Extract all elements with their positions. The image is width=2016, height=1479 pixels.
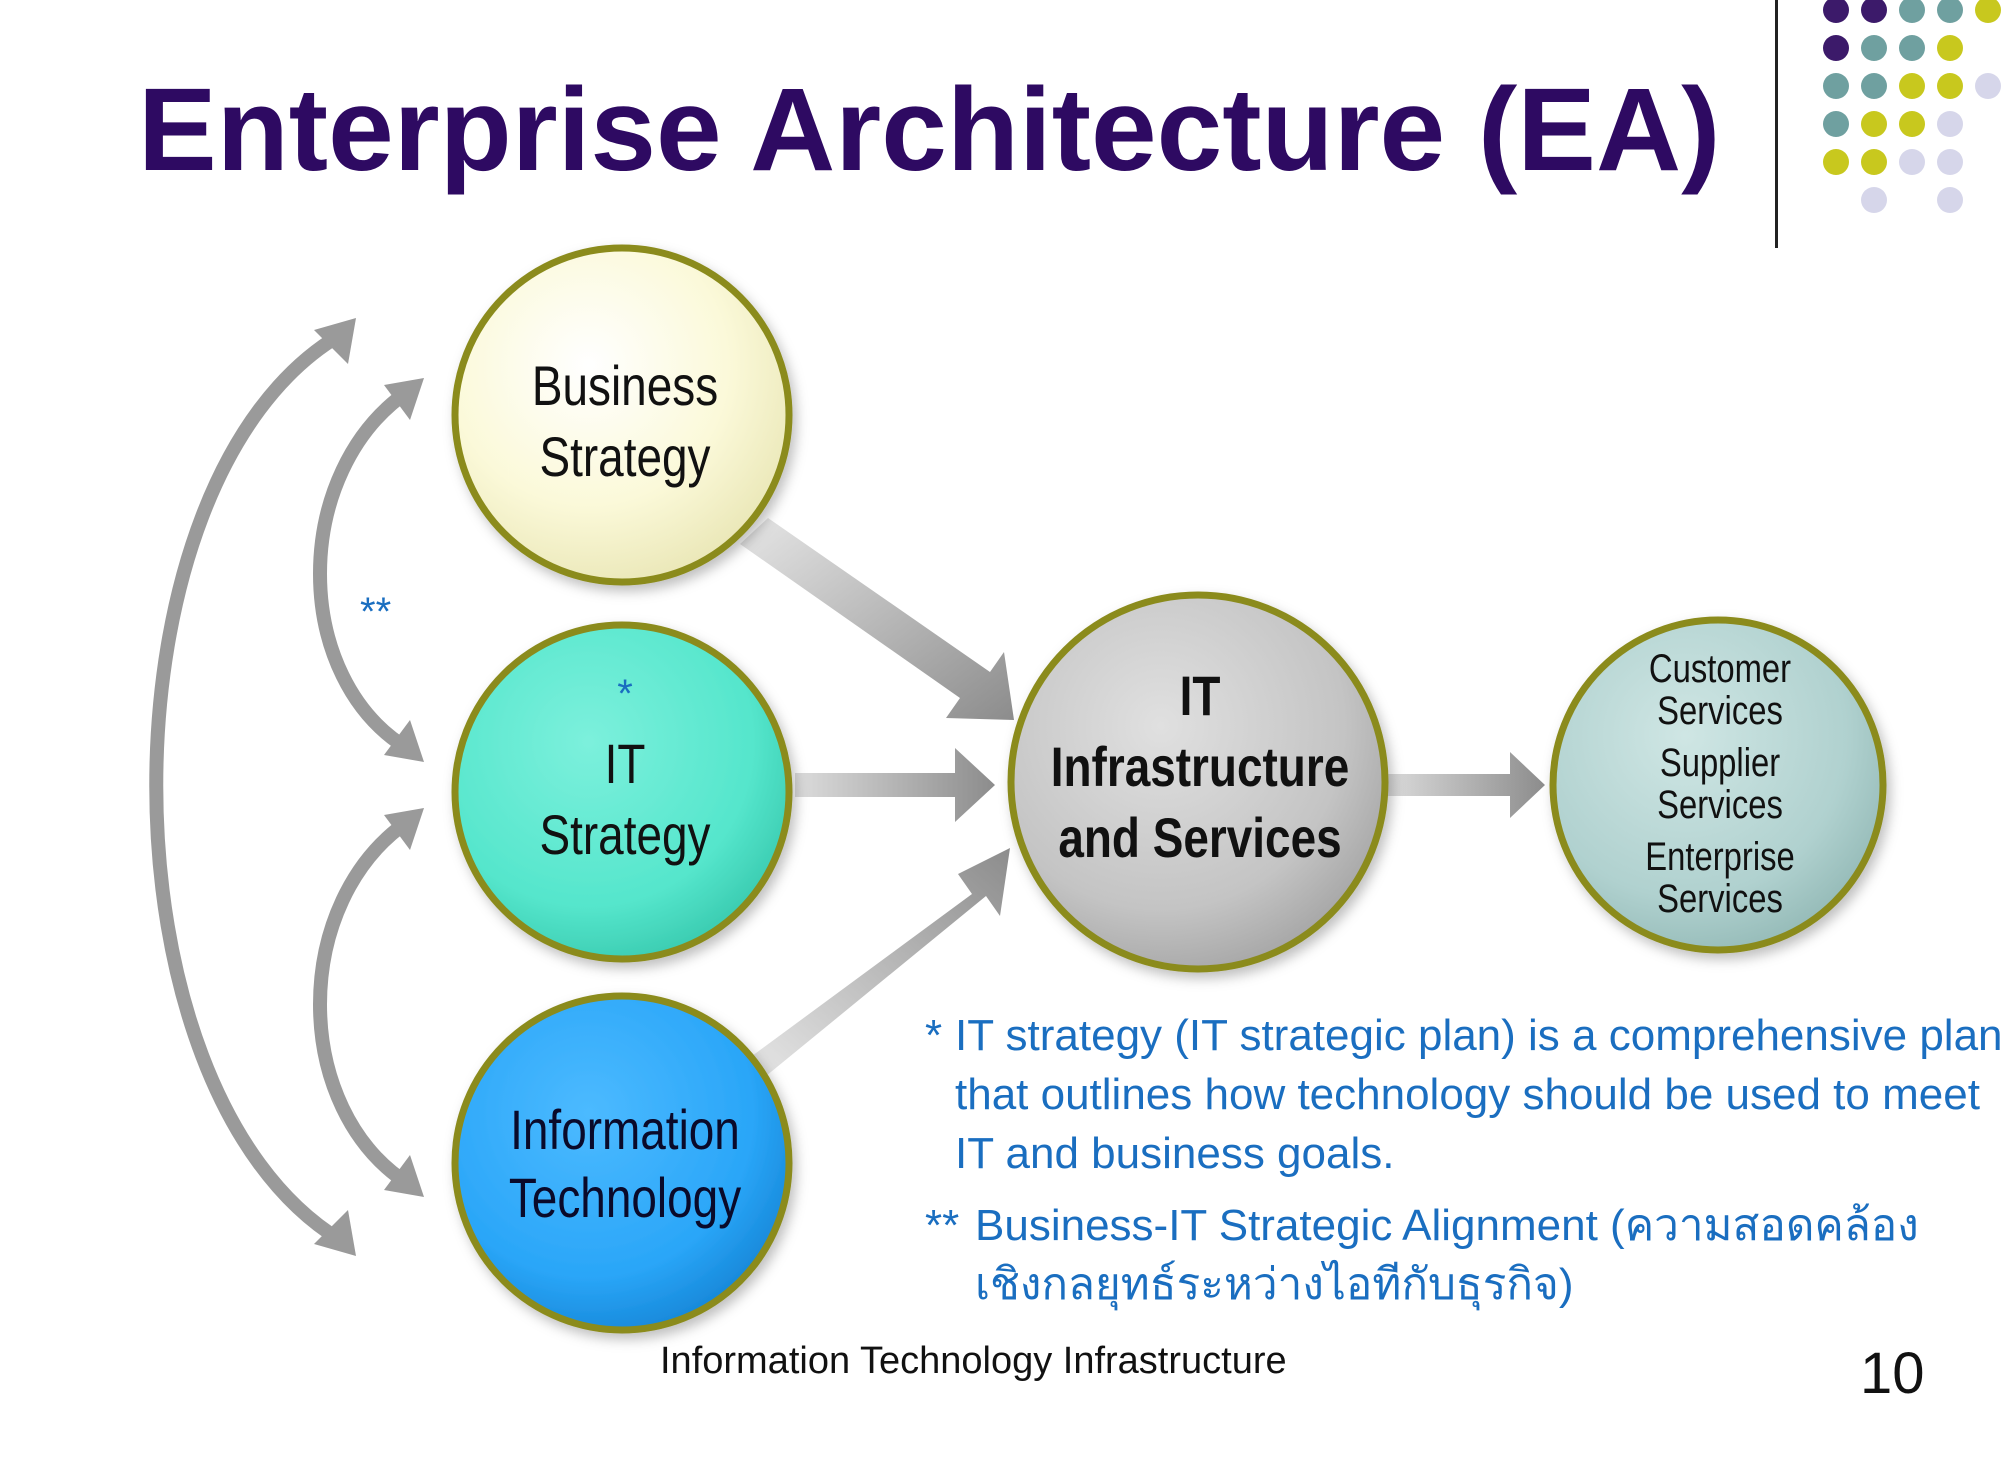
decorative-dot bbox=[1937, 187, 1963, 213]
decorative-dot bbox=[1899, 73, 1925, 99]
arrow-infra-to-services bbox=[1385, 752, 1545, 818]
it-infrastructure-line3: and Services bbox=[1058, 806, 1342, 869]
it-strategy-circle bbox=[451, 621, 793, 963]
decorative-dot bbox=[1899, 0, 1925, 23]
services-circle bbox=[1549, 616, 1887, 954]
information-technology-line2: Technology bbox=[508, 1166, 742, 1229]
supplier-services-label: Supplier Services bbox=[1613, 742, 1826, 826]
decorative-dot-grid bbox=[1823, 0, 2001, 213]
supplier-services-line1: Supplier bbox=[1659, 741, 1781, 785]
arrowhead-upper-bottom bbox=[384, 720, 424, 762]
alignment-footnote-marker: ** bbox=[360, 590, 392, 634]
decorative-dot bbox=[1823, 73, 1849, 99]
it-infrastructure-line1: IT bbox=[1179, 664, 1221, 727]
it-infrastructure-circle bbox=[1007, 591, 1389, 973]
decorative-dot bbox=[1861, 35, 1887, 61]
outer-alignment-arc bbox=[149, 328, 347, 1247]
customer-services-line2: Services bbox=[1657, 689, 1783, 733]
decorative-dot bbox=[1975, 0, 2001, 23]
slide-title: Enterprise Architecture (EA) bbox=[138, 64, 1721, 196]
arrowhead-outer-bottom bbox=[314, 1210, 356, 1256]
decorative-dot bbox=[1861, 187, 1887, 213]
page-number: 10 bbox=[1860, 1341, 1925, 1406]
decorative-dot bbox=[1899, 35, 1925, 61]
feedback-arrowheads bbox=[314, 318, 424, 1256]
decorative-dot bbox=[1823, 111, 1849, 137]
flow-arrows bbox=[740, 518, 1545, 1076]
decorative-dot bbox=[1937, 73, 1963, 99]
decorative-dot bbox=[1861, 0, 1887, 23]
decorative-dot bbox=[1975, 73, 2001, 99]
decorative-dot bbox=[1823, 35, 1849, 61]
decorative-dot bbox=[1899, 111, 1925, 137]
decorative-dot bbox=[1861, 73, 1887, 99]
arrowhead-lower-top bbox=[384, 808, 424, 850]
business-strategy-line2: Strategy bbox=[539, 425, 711, 488]
it-strategy-line1: IT bbox=[604, 732, 646, 795]
enterprise-services-line2: Services bbox=[1657, 877, 1783, 921]
enterprise-services-label: Enterprise Services bbox=[1613, 836, 1826, 920]
business-strategy-label: Business Strategy bbox=[494, 350, 756, 492]
business-strategy-line1: Business bbox=[531, 354, 719, 417]
customer-services-line1: Customer bbox=[1648, 647, 1792, 691]
note1-marker: * bbox=[925, 1011, 943, 1060]
it-infrastructure-line2: Infrastructure bbox=[1050, 735, 1350, 798]
slide-footer: Information Technology Infrastructure bbox=[660, 1340, 1287, 1382]
decorative-dot bbox=[1937, 111, 1963, 137]
information-technology-line1: Information bbox=[510, 1098, 740, 1161]
decorative-dot bbox=[1937, 149, 1963, 175]
decorative-dot bbox=[1937, 0, 1963, 23]
it-strategy-footnote-marker: * bbox=[617, 672, 633, 716]
services-label: Customer Services Supplier Services Ente… bbox=[1613, 648, 1826, 930]
decorative-dot bbox=[1899, 149, 1925, 175]
decorative-dot bbox=[1823, 0, 1849, 23]
note1-text: IT strategy (IT strategic plan) is a com… bbox=[955, 1011, 2003, 1178]
decorative-dot bbox=[1823, 149, 1849, 175]
arrow-business-to-infra bbox=[740, 518, 1014, 720]
decorative-dot bbox=[1861, 111, 1887, 137]
arrow-info-to-infra bbox=[752, 848, 1010, 1076]
feedback-arrows bbox=[149, 328, 417, 1247]
information-technology-circle bbox=[451, 992, 793, 1334]
title-divider bbox=[1775, 0, 1778, 248]
decorative-dot bbox=[1861, 149, 1887, 175]
it-infrastructure-label: IT Infrastructure and Services bbox=[1044, 660, 1356, 873]
arrowhead-lower-bottom bbox=[384, 1155, 424, 1197]
arrowhead-upper-top bbox=[384, 378, 424, 420]
business-strategy-circle bbox=[451, 244, 793, 586]
note2-text: Business-IT Strategic Alignment (ความสอด… bbox=[975, 1201, 1919, 1309]
enterprise-services-line1: Enterprise bbox=[1645, 835, 1795, 879]
supplier-services-line2: Services bbox=[1657, 783, 1783, 827]
customer-services-label: Customer Services bbox=[1613, 648, 1826, 732]
arrow-it-to-infra bbox=[795, 748, 995, 822]
information-technology-label: Information Technology bbox=[486, 1096, 765, 1232]
it-strategy-line2: Strategy bbox=[539, 803, 711, 866]
decorative-dot bbox=[1937, 35, 1963, 61]
upper-alignment-arc bbox=[313, 383, 417, 757]
lower-alignment-arc bbox=[313, 813, 417, 1192]
it-strategy-label: IT Strategy bbox=[494, 728, 756, 870]
note2-marker: ** bbox=[925, 1201, 960, 1250]
arrowhead-outer-top bbox=[314, 318, 356, 364]
